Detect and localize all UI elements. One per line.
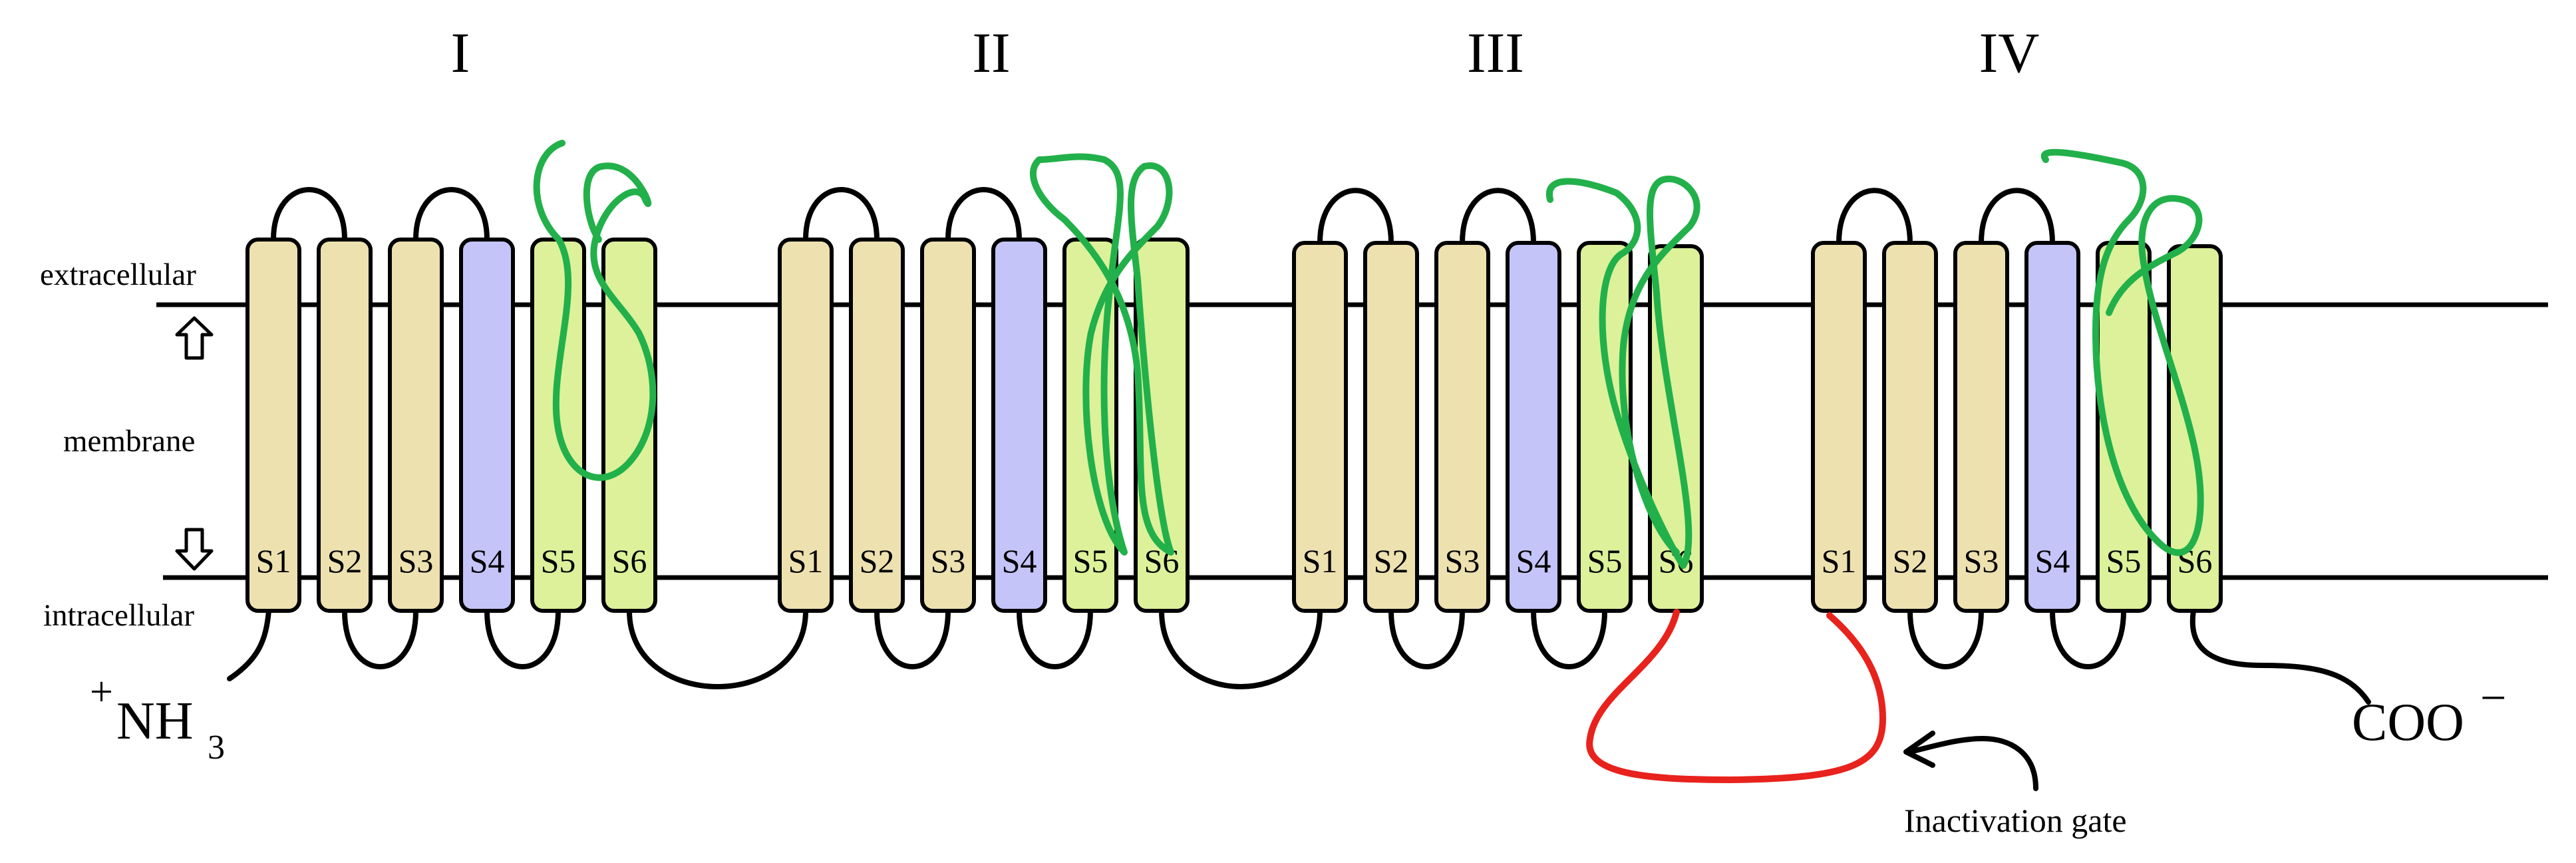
domain-4-segment-s4: S4 [2024,241,2080,613]
n-terminus-label: NH [116,692,194,751]
segment-body [849,238,905,613]
domain-2-segment-s2: S2 [849,238,905,613]
segment-label: S5 [541,542,576,580]
domain-4-segment-s2: S2 [1882,241,1938,613]
domain-3-segment-s2: S2 [1363,241,1419,613]
segment-label: S4 [2035,542,2070,580]
domain-3-segment-s5: S5 [1577,241,1633,613]
segment-body [1882,241,1938,613]
segment-label: S2 [327,542,363,580]
segment-body [920,238,976,613]
segment-body [1434,241,1490,613]
domain-3-segment-s3: S3 [1434,241,1490,613]
segment-label: S3 [1964,542,1999,580]
segment-body [2167,244,2223,613]
domain-1-segment-s3: S3 [388,238,444,613]
segment-body [388,238,444,613]
segment-label: S5 [1587,542,1623,580]
inactivation-gate-label: Inactivation gate [1904,802,2127,839]
domain-2-segment-s6: S6 [1134,238,1190,613]
domain-1-segment-s2: S2 [317,238,373,613]
segment-label: S5 [1073,542,1108,580]
n-terminus-charge: + [90,669,113,715]
segment-label: S3 [1445,542,1480,580]
segment-body [1506,241,1561,613]
segment-label: S2 [1374,542,1409,580]
c-terminus-tail [2189,608,2371,705]
domain-4-segment-s1: S1 [1811,241,1867,613]
domain-1-segment-s4: S4 [459,238,515,613]
segment-label: S1 [788,542,824,580]
extracellular-label: extracellular [40,258,196,292]
segment-label: S2 [1893,542,1928,580]
domain-1-segment-s1: S1 [245,238,301,613]
domain-2-segment-s4: S4 [991,238,1047,613]
segment-body [601,238,657,613]
segment-body [317,238,373,613]
segment-label: S6 [612,542,647,580]
down-arrow-icon [175,528,214,571]
segment-body [2024,241,2080,613]
c-terminus-label: COO [2352,693,2464,752]
domain-label-4: IV [1979,21,2040,85]
domain-label-2: II [972,21,1010,85]
segment-label: S1 [1822,542,1857,580]
segment-label: S4 [470,542,505,580]
membrane-label: membrane [63,424,195,458]
segment-label: S4 [1516,542,1551,580]
curved-arrow-icon [1903,731,2038,791]
domain-4-segment-s3: S3 [1953,241,2009,613]
segment-label: S3 [399,542,434,580]
segment-label: S3 [931,542,966,580]
inactivation-gate-loop [1586,609,1887,784]
c-terminus-charge: − [2480,673,2506,724]
n-terminus-subscript: 3 [208,729,225,767]
polypeptide-chain [271,187,2126,689]
segment-body [1577,241,1633,613]
domain-1-segment-s6: S6 [601,238,657,613]
domain-3-segment-s4: S4 [1506,241,1561,613]
domain-2-segment-s3: S3 [920,238,976,613]
segment-label: S2 [860,542,895,580]
up-arrow-icon [175,316,214,360]
segment-body [1363,241,1419,613]
pore-loop-domain-2 [1030,153,1174,556]
domain-4-segment-s6: S6 [2167,244,2223,613]
segment-body [245,238,301,613]
segment-label: S4 [1002,542,1037,580]
n-terminus-tail [227,608,271,681]
segment-label: S1 [256,542,291,580]
pore-loop-domain-3 [1545,175,1700,569]
intracellular-label: intracellular [43,598,194,633]
pore-loop-domain-1 [533,140,657,481]
pore-loop-domain-4 [2040,148,2204,556]
domain-label-3: III [1467,21,1524,85]
domain-3-segment-s1: S1 [1292,241,1348,613]
segment-label: S1 [1303,542,1338,580]
segment-body [1953,241,2009,613]
segment-body [778,238,834,613]
segment-body [459,238,515,613]
segment-body [991,238,1047,613]
segment-label: S6 [2177,542,2213,580]
segment-body [1811,241,1867,613]
segment-label: S5 [2106,542,2142,580]
segment-body [1292,241,1348,613]
domain-label-1: I [451,21,470,85]
domain-2-segment-s1: S1 [778,238,834,613]
pore-loops [533,140,2204,569]
